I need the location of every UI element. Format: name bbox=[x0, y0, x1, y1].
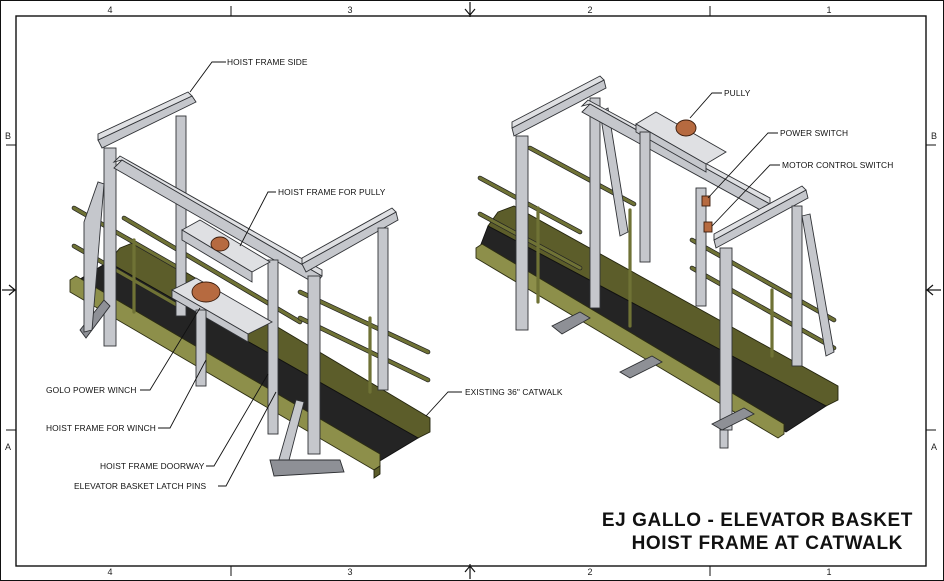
left-post-doorway bbox=[307, 275, 321, 455]
callout-pully: PULLY bbox=[724, 88, 751, 98]
callout-hoist-frame-side: HOIST FRAME SIDE bbox=[227, 57, 308, 67]
zone-top-3: 3 bbox=[347, 5, 352, 15]
zone-bottom-1: 1 bbox=[826, 567, 831, 577]
right-hoist-assembly bbox=[475, 75, 839, 449]
left-post-front bbox=[103, 147, 117, 347]
power-switch-icon bbox=[701, 195, 711, 207]
right-handrails bbox=[477, 145, 837, 358]
right-rear-cap-flange bbox=[511, 75, 605, 129]
right-base-pad-1 bbox=[551, 311, 591, 335]
zone-top-2: 2 bbox=[587, 5, 592, 15]
right-catwalk-front-channel bbox=[475, 243, 785, 439]
callout-power-switch: POWER SWITCH bbox=[780, 128, 848, 138]
zone-left-b: B bbox=[5, 131, 11, 141]
callout-leaders bbox=[140, 61, 780, 487]
inner-border bbox=[15, 15, 927, 567]
left-winch-frame-side bbox=[171, 289, 249, 343]
left-front-base bbox=[269, 459, 345, 477]
right-front-brace bbox=[801, 213, 835, 357]
left-main-beam-flange bbox=[112, 155, 323, 277]
callout-hoist-frame-for-winch: HOIST FRAME FOR WINCH bbox=[46, 423, 156, 433]
callout-golo-power-winch: GOLO POWER WINCH bbox=[46, 385, 136, 395]
left-winch-post bbox=[195, 309, 207, 387]
title-line-2: HOIST FRAME AT CATWALK bbox=[632, 533, 903, 554]
zone-top-1: 1 bbox=[826, 5, 831, 15]
left-diagonal-brace bbox=[83, 181, 105, 333]
right-front-cap-flange bbox=[713, 185, 807, 241]
callout-existing-catwalk: EXISTING 36" CATWALK bbox=[465, 387, 563, 397]
right-main-beam-flange bbox=[580, 99, 771, 205]
zone-right-a: A bbox=[931, 442, 937, 452]
zone-left-a: A bbox=[5, 442, 11, 452]
zone-bottom-2: 2 bbox=[587, 567, 592, 577]
left-front-cap-flange bbox=[301, 207, 397, 265]
zone-ticks bbox=[6, 6, 936, 576]
callout-elevator-basket-latch-pins: ELEVATOR BASKET LATCH PINS bbox=[74, 481, 206, 491]
right-post-rear-right bbox=[589, 97, 601, 309]
left-post-inner bbox=[267, 259, 279, 435]
left-post-back bbox=[175, 115, 187, 317]
center-mark-right-icon bbox=[926, 284, 941, 296]
center-mark-bottom-icon bbox=[464, 564, 476, 579]
left-winch-motor-icon bbox=[191, 281, 221, 303]
right-post-switch bbox=[695, 187, 707, 307]
zone-bottom-3: 3 bbox=[347, 567, 352, 577]
right-catwalk-back-channel bbox=[487, 205, 839, 407]
right-latch-pin bbox=[719, 429, 729, 449]
left-post-right bbox=[377, 227, 389, 391]
center-mark-top-icon bbox=[464, 2, 476, 17]
motor-control-switch-icon bbox=[703, 221, 713, 233]
zone-top-4: 4 bbox=[107, 5, 112, 15]
center-mark-left-icon bbox=[2, 284, 16, 296]
right-pully-icon bbox=[675, 119, 697, 137]
left-hoist-assembly bbox=[69, 91, 431, 479]
right-catwalk-deck bbox=[477, 225, 827, 433]
right-base-pad-3 bbox=[711, 407, 755, 431]
callout-hoist-frame-for-pully: HOIST FRAME FOR PULLY bbox=[278, 187, 386, 197]
right-pully-post bbox=[639, 131, 651, 263]
right-post-front-right bbox=[791, 205, 803, 367]
zone-right-b: B bbox=[931, 131, 937, 141]
right-post-rear-left bbox=[515, 135, 529, 331]
zone-bottom-4: 4 bbox=[107, 567, 112, 577]
callout-motor-control-switch: MOTOR CONTROL SWITCH bbox=[782, 160, 893, 170]
callout-hoist-frame-doorway: HOIST FRAME DOORWAY bbox=[100, 461, 205, 471]
left-top-beam-flange bbox=[97, 91, 193, 141]
left-pully-frame-side bbox=[181, 229, 253, 283]
right-post-front-left bbox=[719, 247, 733, 431]
title-line-1: EJ GALLO - ELEVATOR BASKET bbox=[602, 510, 913, 531]
left-pully-icon bbox=[210, 236, 230, 252]
right-pully-frame-side bbox=[635, 123, 707, 173]
right-base-pad-2 bbox=[619, 355, 663, 379]
left-channel-end bbox=[373, 465, 381, 479]
